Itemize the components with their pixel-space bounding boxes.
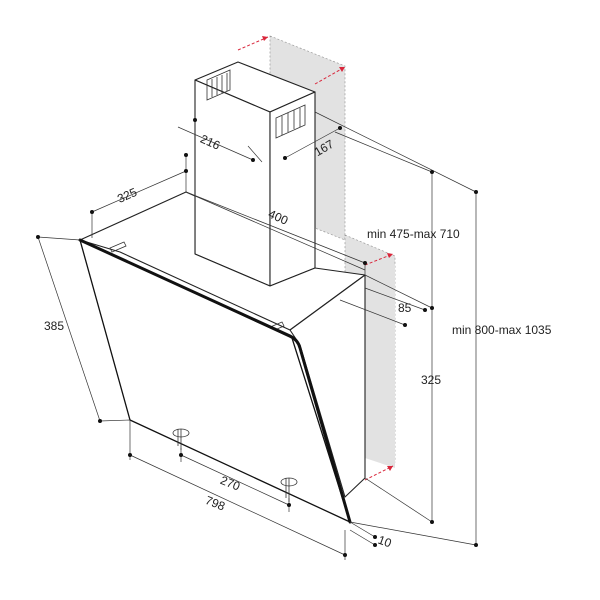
arrow-top-left [237,36,269,51]
arrow-top-right [314,66,346,85]
label-body-height: 325 [421,373,441,387]
arrow-head [387,253,393,258]
arrow-bottom [364,465,394,481]
label-glass-height: 385 [44,319,64,333]
label-total-height: min 800-max 1035 [452,323,552,337]
wall-panel-back [365,255,395,468]
hood-edge [185,191,366,264]
hood-slot [109,241,127,253]
arrow-head [262,36,268,41]
label-glass-thickness: 10 [376,533,394,551]
bracket-left [172,428,190,450]
vent-right [275,104,306,139]
label-side-offset: 85 [398,301,412,315]
label-glass-width: 798 [203,493,227,514]
wall-arrows [237,36,394,481]
glass-panel [78,238,352,524]
chimney-front [194,79,271,287]
dimension-lines [37,111,477,560]
label-bracket-spacing: 270 [218,473,242,494]
arrow-head [387,466,393,471]
label-chimney-height: min 475-max 710 [367,227,460,241]
vent-left [206,69,231,101]
arrow-head [339,67,345,72]
glass-top-edge [78,238,352,524]
label-hood-depth-top: 325 [115,185,139,206]
chimney [194,61,316,287]
dimension-dots [36,118,478,557]
chimney-side [269,91,316,287]
